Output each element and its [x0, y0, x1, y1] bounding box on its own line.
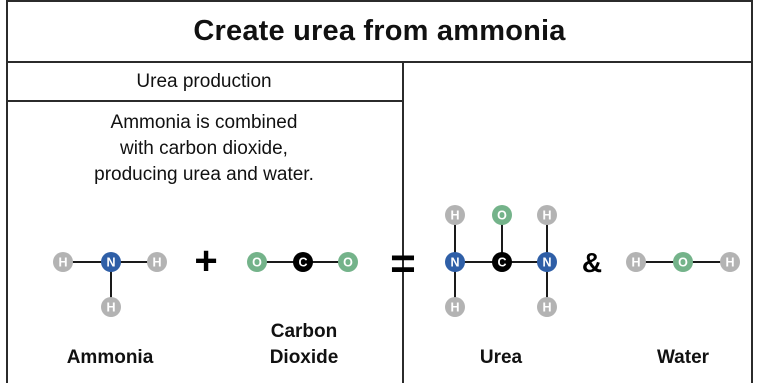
outer-border-top [6, 0, 753, 2]
atom-circle [626, 252, 646, 272]
atom-circle [537, 252, 557, 272]
atom-symbol: O [678, 256, 688, 270]
atom-circle [247, 252, 267, 272]
atom-symbol: N [106, 256, 115, 270]
atom-circle [338, 252, 358, 272]
atom-circle [673, 252, 693, 272]
ammonia-atom-n: N [101, 252, 121, 272]
ammonia-atom-h: H [53, 252, 73, 272]
atoms: H N H H O C O H O H N C N H H H O H [53, 205, 740, 317]
ammonia-atom-h: H [147, 252, 167, 272]
equals-operator: = [390, 239, 416, 288]
atom-symbol: H [106, 301, 115, 315]
label-urea: Urea [479, 347, 523, 368]
outer-border-left [6, 0, 8, 383]
and-operator: & [582, 247, 602, 278]
plus-operator: + [194, 239, 217, 283]
atom-circle [720, 252, 740, 272]
carbon-dioxide-atom-c: C [293, 252, 313, 272]
atom-circle [492, 252, 512, 272]
atom-symbol: H [725, 256, 734, 270]
urea-atom-h: H [537, 297, 557, 317]
atom-symbol: O [252, 256, 262, 270]
atom-symbol: N [450, 256, 459, 270]
atom-symbol: O [497, 209, 507, 223]
atom-symbol: N [542, 256, 551, 270]
atom-symbol: O [343, 256, 353, 270]
ammonia-atom-h: H [101, 297, 121, 317]
urea-atom-h: H [445, 205, 465, 225]
subtitle-divider [6, 100, 403, 102]
urea-atom-n: N [445, 252, 465, 272]
carbon-dioxide-atom-o: O [247, 252, 267, 272]
panel-subtitle: Urea production [136, 71, 272, 92]
water-atom-h: H [720, 252, 740, 272]
water-atom-h: H [626, 252, 646, 272]
atom-circle [445, 252, 465, 272]
atom-circle [101, 297, 121, 317]
atom-circle [101, 252, 121, 272]
label-carbon-dioxide-line2: Dioxide [269, 347, 339, 368]
outer-border-right [751, 0, 753, 383]
urea-atom-c: C [492, 252, 512, 272]
atom-circle [53, 252, 73, 272]
atom-circle [492, 205, 512, 225]
atom-circle [445, 297, 465, 317]
column-divider [402, 61, 404, 383]
carbon-dioxide-atom-o: O [338, 252, 358, 272]
atom-symbol: H [542, 209, 551, 223]
water-atom-o: O [673, 252, 693, 272]
atom-symbol: H [542, 301, 551, 315]
atom-circle [537, 297, 557, 317]
label-carbon-dioxide-line1: Carbon [270, 321, 338, 342]
urea-atom-n: N [537, 252, 557, 272]
atom-circle [147, 252, 167, 272]
atom-circle [537, 205, 557, 225]
label-ammonia: Ammonia [66, 347, 154, 368]
urea-atom-h: H [445, 297, 465, 317]
urea-atom-o: O [492, 205, 512, 225]
page-title: Create urea from ammonia [193, 14, 566, 47]
title-divider [6, 61, 753, 63]
atom-symbol: C [298, 256, 307, 270]
label-water: Water [656, 347, 710, 368]
atom-circle [293, 252, 313, 272]
panel-description: Ammonia is combined with carbon dioxide,… [94, 112, 314, 185]
atom-symbol: H [58, 256, 67, 270]
atom-symbol: H [450, 209, 459, 223]
atom-symbol: C [497, 256, 506, 270]
urea-atom-h: H [537, 205, 557, 225]
atom-circle [445, 205, 465, 225]
atom-symbol: H [152, 256, 161, 270]
atom-symbol: H [450, 301, 459, 315]
atom-symbol: H [631, 256, 640, 270]
